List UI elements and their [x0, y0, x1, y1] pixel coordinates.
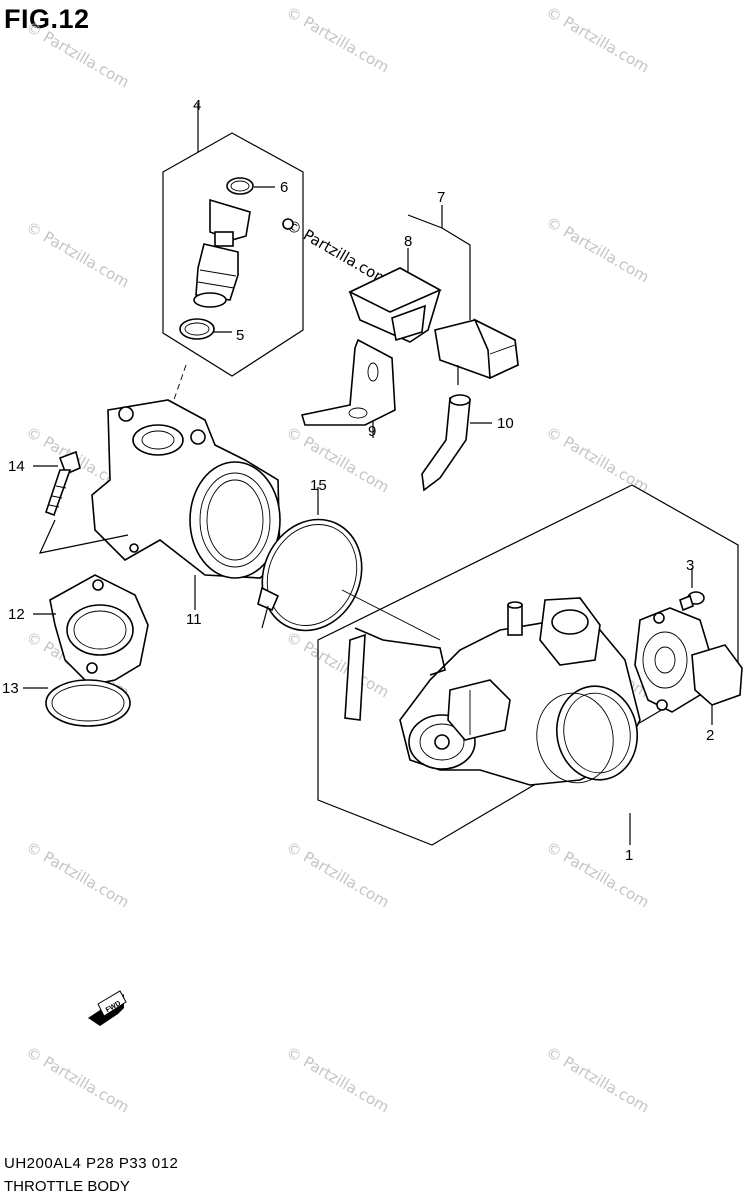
callout-7: 7	[437, 189, 445, 206]
injector-assembly	[159, 103, 304, 441]
callout-8: 8	[404, 233, 412, 250]
watermark: © Partzilla.com	[23, 18, 132, 91]
watermark: © Partzilla.com	[543, 3, 652, 76]
callout-9: 9	[368, 423, 376, 440]
sensor-assembly	[300, 205, 519, 492]
callout-10: 10	[497, 415, 514, 432]
callout-1: 1	[625, 847, 633, 864]
watermark: © Partzilla.com	[543, 1043, 652, 1116]
screw	[679, 568, 705, 612]
callout-numbers: 1 2 3 4 5 6 7 8 9 10 11 12 13 14 15	[2, 97, 714, 864]
intake-pipe	[91, 399, 281, 610]
watermark: © Partzilla.com	[283, 628, 392, 701]
watermark: © Partzilla.com	[283, 1043, 392, 1116]
diagram-name: THROTTLE BODY	[4, 1178, 130, 1195]
callout-6: 6	[280, 179, 288, 196]
watermark: © Partzilla.com	[543, 423, 652, 496]
callout-13: 13	[2, 680, 19, 697]
callout-12: 12	[8, 606, 25, 623]
watermark: © Partzilla.com	[23, 218, 132, 291]
callout-11: 11	[186, 611, 202, 628]
watermark: © Partzilla.com	[283, 838, 392, 911]
callout-3: 3	[686, 557, 694, 574]
watermark: © Partzilla.com	[23, 1043, 132, 1116]
watermark: © Partzilla.com	[283, 3, 392, 76]
callout-2: 2	[706, 727, 714, 744]
watermark: © Partzilla.com	[23, 838, 132, 911]
fwd-arrow-icon: FWD	[88, 990, 127, 1026]
callout-14: 14	[8, 458, 25, 475]
bolt	[33, 450, 129, 554]
throttle-position-sensor	[634, 607, 743, 725]
watermark-dark: © Partzilla.com	[283, 216, 392, 289]
throttle-body	[317, 484, 739, 846]
callout-4: 4	[193, 97, 201, 114]
hose-clamp	[257, 487, 441, 641]
watermark: © Partzilla.com	[543, 838, 652, 911]
callout-5: 5	[236, 327, 244, 344]
diagram-code: UH200AL4 P28 P33 012	[4, 1155, 179, 1172]
figure-label: FIG.12	[4, 4, 90, 34]
watermark: © Partzilla.com	[543, 213, 652, 286]
callout-15: 15	[310, 477, 327, 494]
gasket-flange	[23, 574, 149, 727]
